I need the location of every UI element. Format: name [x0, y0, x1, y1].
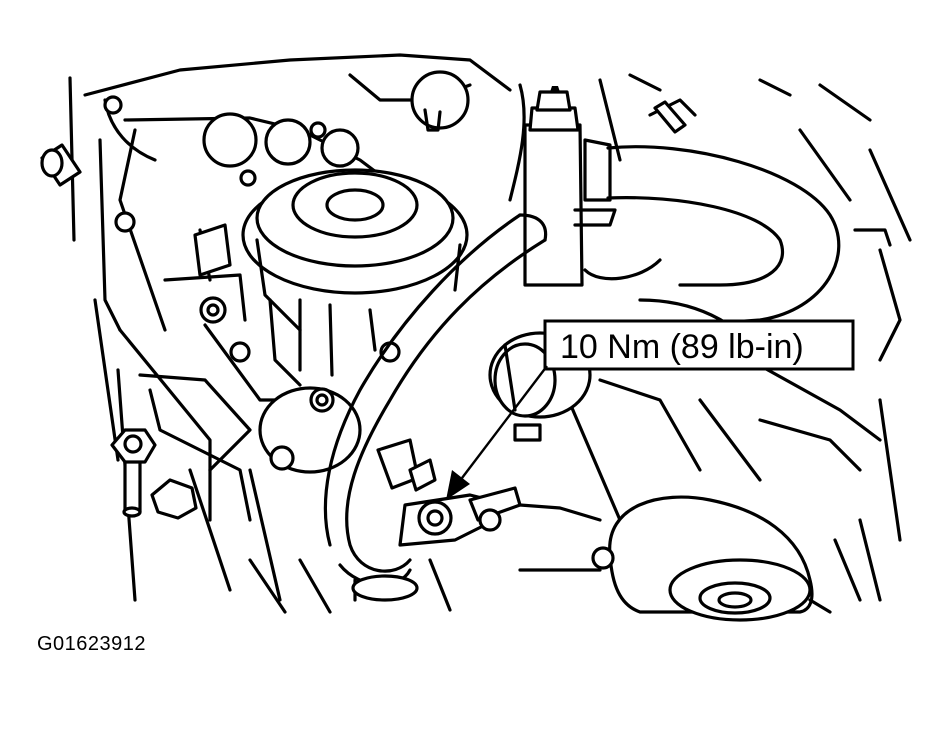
torque-callout-box [543, 319, 855, 371]
figure-id: G01623912 [37, 633, 147, 655]
pulley [518, 495, 862, 622]
egr-tube [323, 86, 584, 573]
tube-clamp [338, 486, 522, 602]
arrow-head [446, 470, 470, 500]
lower-plate [248, 503, 602, 614]
leader-arrow [446, 365, 548, 500]
torque-callout: 10 Nm (89 lb-in) [543, 319, 855, 371]
upper-right-hose [573, 73, 912, 327]
left-dowel [40, 143, 82, 187]
left-frame-lines [68, 76, 137, 602]
torque-callout-label: 10 Nm (89 lb-in) [560, 328, 804, 366]
lower-left-casting [118, 323, 282, 602]
egr-valve [193, 168, 469, 387]
mounting-boss [258, 386, 362, 474]
stud-bolt [110, 428, 198, 520]
intake-housing [83, 53, 526, 332]
